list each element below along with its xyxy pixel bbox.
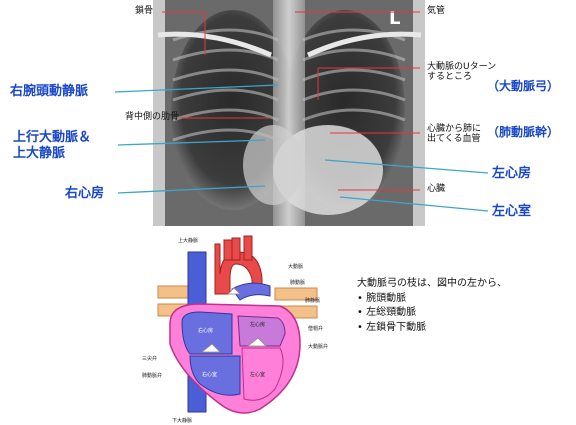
heart-label-pulm-artery: 肺動脈 — [290, 279, 305, 286]
label-clavicle: 鎖骨 — [135, 6, 153, 16]
heart-label-right-atrium: 右心房 — [198, 327, 213, 334]
label-aortic-uturn: 大動脈のUターン するところ — [427, 62, 496, 83]
heart-label-right-ventricle: 右心室 — [202, 371, 217, 378]
note-item: • 左総頸動脈 — [357, 306, 507, 321]
label-pulmonary-trunk: （肺動脈幹） — [487, 125, 559, 140]
heart-label-pulm-vein: 肺静脈 — [305, 297, 320, 304]
label-right-atrium: 右心房 — [65, 186, 104, 202]
heart-label-left-atrium: 左心房 — [250, 321, 265, 328]
note-heading: 大動脈弓の枝は、図中の左から、 — [357, 277, 507, 292]
label-left-atrium: 左心房 — [492, 166, 531, 182]
label-heart: 心臓 — [427, 184, 445, 194]
heart-label-aortic-valve: 大動脈弁 — [308, 343, 328, 350]
aortic-arch-branches-note: 大動脈弓の枝は、図中の左から、 • 腕頭動脈 • 左総頸動脈 • 左鎖骨下動脈 — [357, 277, 507, 335]
heart-label-aorta: 大動脈 — [288, 263, 303, 270]
heart-label-mitral: 僧帽弁 — [308, 325, 323, 332]
label-ascending-aorta-svc: 上行大動脈＆ 上大静脈 — [13, 130, 91, 163]
line-left-ventricle — [340, 197, 488, 211]
line-right-brachiocephalic — [115, 85, 278, 92]
label-left-ventricle: 左心室 — [492, 204, 531, 220]
heart-label-tricuspid: 三尖弁 — [142, 355, 157, 362]
label-aortic-arch: （大動脈弓） — [487, 79, 559, 94]
label-posterior-rib: 背中側の肋骨 — [125, 112, 179, 122]
heart-label-svc: 上大静脈 — [178, 237, 198, 244]
heart-label-ivc: 下大静脈 — [172, 417, 192, 424]
label-right-brachiocephalic: 右腕頭動静脈 — [10, 84, 88, 100]
label-trachea: 気管 — [427, 6, 445, 16]
label-pulmonary-vessel: 心臓から肺に 出てくる血管 — [427, 124, 481, 145]
line-ascending-aorta — [118, 140, 265, 145]
line-right-atrium — [118, 186, 265, 193]
note-item: • 左鎖骨下動脈 — [357, 321, 507, 336]
heart-label-left-ventricle: 左心室 — [250, 371, 265, 378]
heart-diagram: 上大静脈 大動脈 肺動脈 肺静脈 左心房 右心房 右心室 左心室 三尖弁 僧帽弁… — [140, 234, 330, 425]
note-item: • 腕頭動脈 — [357, 292, 507, 307]
line-left-atrium — [325, 160, 488, 173]
heart-label-pulm-valve: 肺動脈弁 — [142, 372, 162, 379]
